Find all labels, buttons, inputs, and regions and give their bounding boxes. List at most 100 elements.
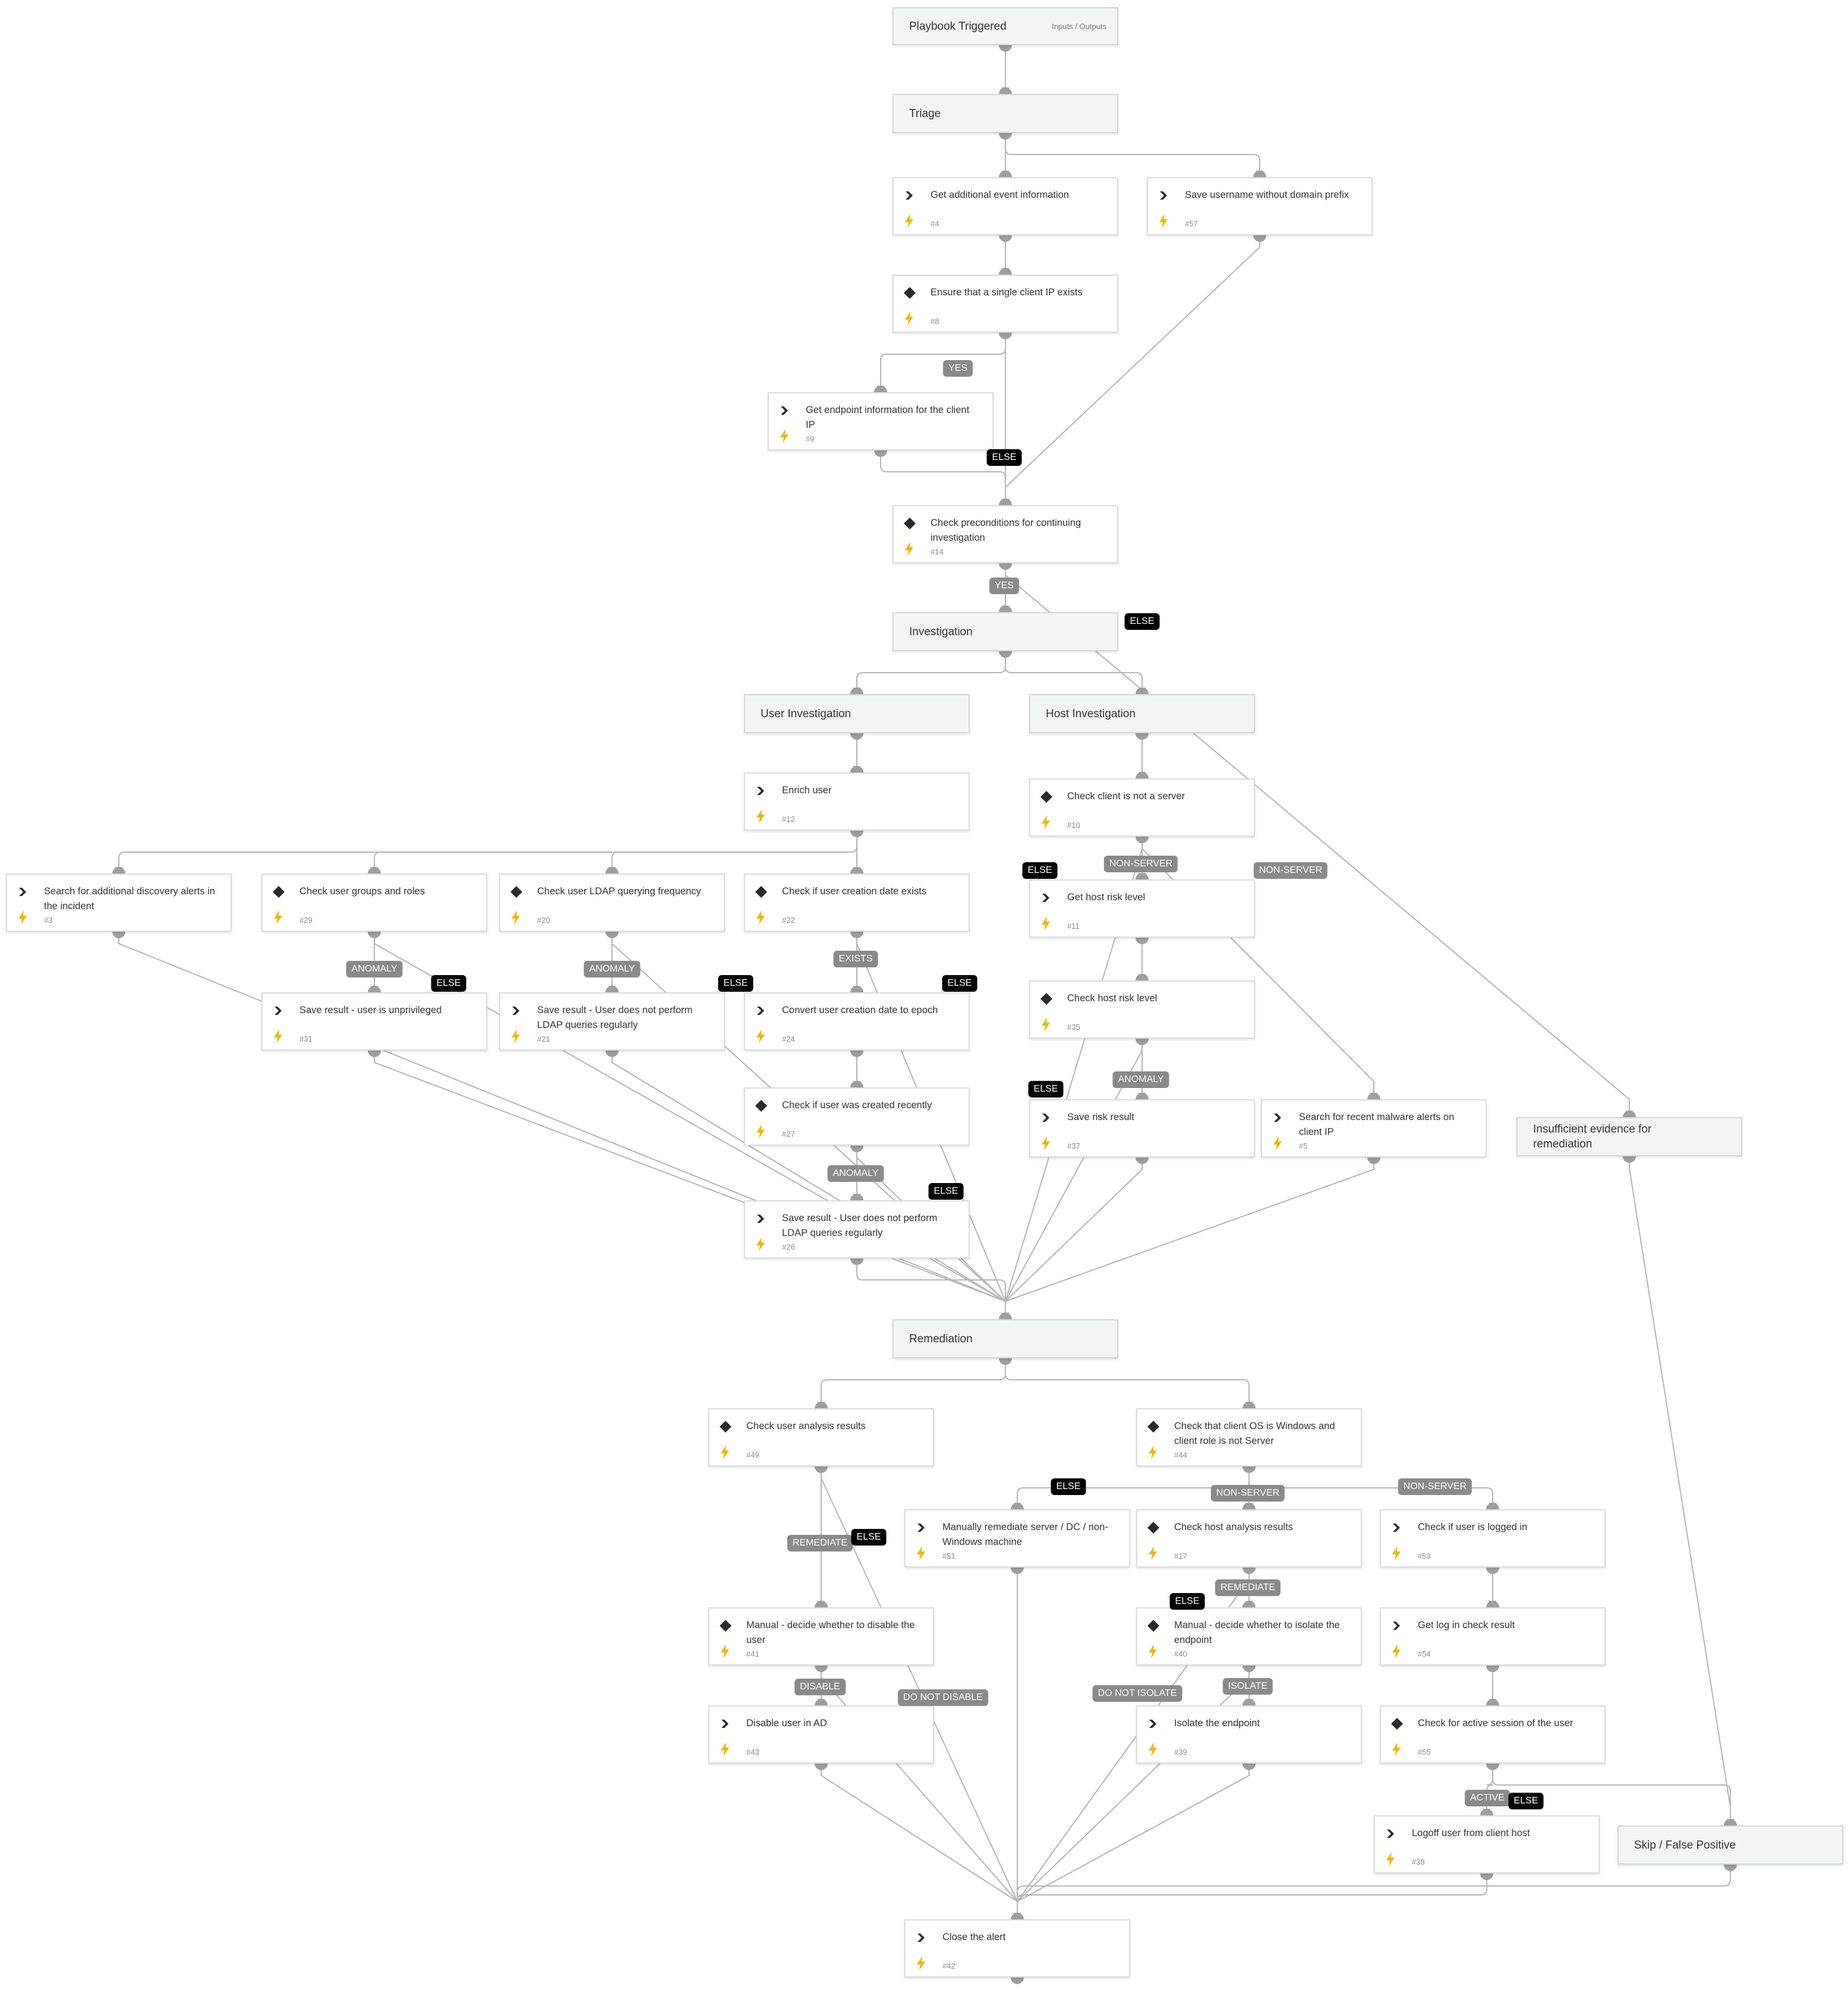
command-chevron-icon [903,189,916,202]
node-n8[interactable]: Ensure that a single client IP exists#8 [893,275,1118,333]
node-title: Isolate the endpoint [1174,1718,1260,1729]
automation-bolt-icon [756,1029,765,1043]
node-title: Manual - decide whether to isolate the e… [1174,1620,1340,1645]
automation-bolt-icon [904,542,914,556]
node-title: Insufficient evidence for remediation [1533,1123,1652,1150]
node-n20[interactable]: Check user LDAP querying frequency#20 [499,873,725,932]
node-n49[interactable]: Check user analysis results#49 [708,1408,934,1467]
edge-n37-to-remediation [1005,1158,1143,1319]
task-number: #4 [931,219,939,228]
edge-n26-to-remediation [856,1259,1006,1319]
node-n12[interactable]: Enrich user#12 [744,772,970,831]
node-n26[interactable]: Save result - User does not perform LDAP… [744,1200,970,1259]
edge-investigation-to-userinv [856,651,1006,694]
node-n24[interactable]: Convert user creation date to epoch#24 [744,992,970,1051]
branch-label-anomaly-27: ANOMALY [827,1165,884,1182]
node-n5[interactable]: Search for recent malware alerts on clie… [1261,1099,1487,1158]
node-n53[interactable]: Check if user is logged in#53 [1380,1509,1606,1568]
branch-label-else-35: ELSE [1028,1081,1064,1098]
automation-bolt-icon [511,1029,521,1043]
automation-bolt-icon [1392,1644,1401,1658]
edge-remediation-to-n44 [1005,1358,1250,1408]
condition-diamond-icon [1390,1717,1404,1730]
branch-label-exists-22: EXISTS [833,951,878,967]
node-n40[interactable]: Manual - decide whether to isolate the e… [1136,1607,1362,1666]
automation-bolt-icon [18,910,27,925]
node-skip[interactable]: Skip / False Positive [1617,1825,1843,1865]
node-n41[interactable]: Manual - decide whether to disable the u… [708,1607,934,1666]
task-number: #29 [299,916,313,925]
node-n38[interactable]: Logoff user from client host#38 [1374,1815,1600,1874]
automation-bolt-icon [1041,815,1051,830]
edge-n9-to-n14 [880,450,1006,505]
branch-label-else-44: ELSE [1051,1478,1086,1495]
node-title: Check if user was created recently [782,1100,932,1111]
node-title: Remediation [909,1332,973,1345]
node-n29[interactable]: Check user groups and roles#29 [261,873,487,932]
node-n3[interactable]: Search for additional discovery alerts i… [6,873,232,932]
node-title: Save result - user is unprivileged [299,1005,442,1016]
command-chevron-icon [510,1004,523,1017]
command-chevron-icon [1390,1521,1404,1534]
node-title: Triage [909,107,941,120]
node-n27[interactable]: Check if user was created recently #27 [744,1087,970,1146]
automation-bolt-icon [1041,1017,1051,1032]
node-n21[interactable]: Save result - User does not perform LDAP… [499,992,725,1051]
automation-bolt-icon [1159,214,1168,228]
command-chevron-icon [778,404,791,417]
node-title: Ensure that a single client IP exists [931,287,1083,298]
node-title: Skip / False Positive [1634,1838,1736,1852]
node-userinv[interactable]: User Investigation [744,694,970,733]
task-number: #27 [782,1130,795,1139]
node-n44[interactable]: Check that client OS is Windows and clie… [1136,1408,1362,1467]
node-hostinv[interactable]: Host Investigation [1029,694,1255,733]
node-title: Manually remediate server / DC / non-Win… [942,1522,1108,1547]
node-remediation[interactable]: Remediation [893,1319,1118,1358]
branch-label-else-10: ELSE [1022,862,1058,879]
node-n10[interactable]: Check client is not a server#10 [1029,778,1255,837]
node-insufficient[interactable]: Insufficient evidence for remediation [1516,1117,1742,1156]
node-n55[interactable]: Check for active session of the user#55 [1380,1705,1606,1764]
command-chevron-icon [1272,1111,1285,1124]
node-n35[interactable]: Check host risk level#35 [1029,980,1255,1039]
node-n11[interactable]: Get host risk level#11 [1029,879,1255,938]
node-triage[interactable]: Triage [893,94,1118,133]
node-n54[interactable]: Get log in check result#54 [1380,1607,1606,1666]
command-chevron-icon [915,1931,928,1944]
automation-bolt-icon [273,1029,283,1043]
node-title: Host Investigation [1046,707,1136,720]
task-number: #51 [942,1551,955,1560]
node-n17[interactable]: Check host analysis results#17 [1136,1509,1362,1568]
condition-diamond-icon [510,885,523,898]
automation-bolt-icon [756,1124,765,1139]
node-title: Save risk result [1067,1112,1134,1122]
node-n57[interactable]: Save username without domain prefix#57 [1147,177,1373,235]
node-n14[interactable]: Check preconditions for continuing inves… [893,505,1118,563]
node-n43[interactable]: Disable user in AD#43 [708,1705,934,1764]
command-chevron-icon [1040,891,1053,904]
condition-diamond-icon [1147,1619,1160,1632]
inputs-outputs-link[interactable]: Inputs / Outputs [1052,21,1106,31]
node-title: Check if user is logged in [1418,1522,1528,1532]
task-number: #44 [1174,1450,1187,1459]
node-n37[interactable]: Save risk result#37 [1029,1099,1255,1158]
node-n51[interactable]: Manually remediate server / DC / non-Win… [904,1509,1130,1568]
node-title: Check host analysis results [1174,1522,1293,1532]
node-n9[interactable]: Get endpoint information for the client … [768,392,994,450]
node-title: Get additional event information [931,190,1069,200]
edge-n55-to-skip [1492,1764,1731,1825]
node-n42[interactable]: Close the alert#42 [904,1919,1130,1978]
node-n4[interactable]: Get additional event information #4 [893,177,1118,235]
node-n22[interactable]: Check if user creation date exists#22 [744,873,970,932]
task-number: #40 [1174,1650,1187,1658]
node-n31[interactable]: Save result - user is unprivileged#31 [261,992,487,1051]
node-investigation[interactable]: Investigation [893,612,1118,651]
node-n39[interactable]: Isolate the endpoint#39 [1136,1705,1362,1764]
task-number: #42 [942,1961,955,1970]
automation-bolt-icon [1148,1546,1158,1560]
automation-bolt-icon [756,910,765,925]
node-title: Get host risk level [1067,892,1146,903]
task-number: #21 [537,1035,550,1043]
